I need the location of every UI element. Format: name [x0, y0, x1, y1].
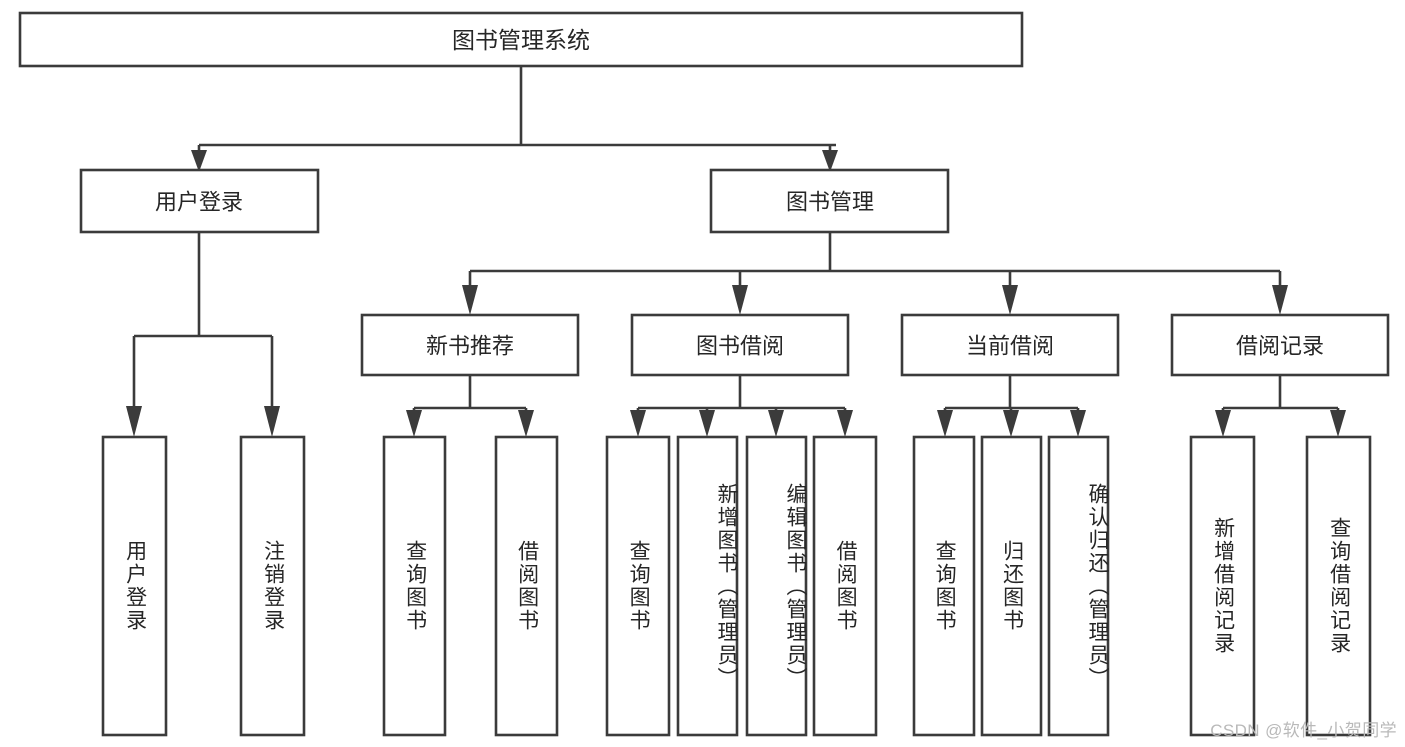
arrow-to-leaf-borrow-book-1	[518, 410, 534, 437]
arrow-to-leaf-add-record	[1215, 410, 1231, 437]
leaf-borrow-book-1-box[interactable]	[494, 435, 559, 737]
arrow-to-leaf-borrow-book-2	[837, 410, 853, 437]
node-new-book-recommend[interactable]: 新书推荐	[360, 313, 580, 377]
arrow-to-new-book-recommend	[462, 285, 478, 315]
node-current-borrow[interactable]: 当前借阅	[900, 313, 1120, 377]
node-user-login-box[interactable]	[79, 168, 320, 234]
connectors	[126, 66, 1346, 437]
node-root-box[interactable]	[18, 11, 1024, 68]
leaf-query-book-3-box[interactable]	[912, 435, 976, 737]
node-root[interactable]: 图书管理系统	[18, 11, 1024, 68]
node-borrow-record-label: 借阅记录	[1236, 334, 1324, 359]
leaf-boxes	[101, 435, 1372, 737]
node-root-label: 图书管理系统	[452, 27, 590, 53]
leaf-add-record-box[interactable]	[1189, 435, 1256, 737]
node-book-borrow-box[interactable]	[630, 313, 850, 377]
arrow-to-leaf-add-book	[699, 410, 715, 437]
node-user-login-label: 用户登录	[155, 190, 243, 215]
leaf-confirm-return-box[interactable]	[1047, 435, 1110, 737]
arrow-to-leaf-query-book-2	[630, 410, 646, 437]
arrow-to-leaf-return-book	[1003, 410, 1019, 437]
leaf-query-record-box[interactable]	[1305, 435, 1372, 737]
leaf-logout-box[interactable]	[239, 435, 306, 737]
arrow-to-book-borrow	[732, 285, 748, 315]
arrow-to-leaf-user-login	[126, 406, 142, 437]
arrow-to-leaf-logout	[264, 406, 280, 437]
node-book-borrow[interactable]: 图书借阅	[630, 313, 850, 377]
node-book-borrow-label: 图书借阅	[696, 334, 784, 359]
node-new-book-recommend-label: 新书推荐	[426, 334, 514, 359]
leaf-edit-book-box[interactable]	[745, 435, 808, 737]
arrow-root-to-user-login	[191, 150, 207, 172]
arrow-to-leaf-confirm-return	[1070, 410, 1086, 437]
node-borrow-record[interactable]: 借阅记录	[1170, 313, 1390, 377]
csdn-watermark: CSDN @软件_小贺同学	[1210, 721, 1397, 740]
arrow-to-leaf-query-record	[1330, 410, 1346, 437]
arrow-to-current-borrow	[1002, 285, 1018, 315]
leaf-query-book-2-box[interactable]	[605, 435, 671, 737]
node-book-management[interactable]: 图书管理	[709, 168, 950, 234]
leaf-borrow-book-2-box[interactable]	[812, 435, 878, 737]
node-new-book-recommend-box[interactable]	[360, 313, 580, 377]
node-user-login[interactable]: 用户登录	[79, 168, 320, 234]
leaf-query-book-1-box[interactable]	[382, 435, 447, 737]
arrow-to-leaf-query-book-3	[937, 410, 953, 437]
leaf-user-login-box[interactable]	[101, 435, 168, 737]
arrow-to-leaf-edit-book	[768, 410, 784, 437]
node-borrow-record-box[interactable]	[1170, 313, 1390, 377]
leaf-return-book-box[interactable]	[980, 435, 1043, 737]
node-current-borrow-label: 当前借阅	[966, 334, 1054, 359]
arrow-to-borrow-record	[1272, 285, 1288, 315]
node-book-management-label: 图书管理	[786, 190, 874, 215]
arrow-root-to-book-management	[822, 150, 838, 172]
arrow-to-leaf-query-book-1	[406, 410, 422, 437]
leaf-add-book-box[interactable]	[676, 435, 739, 737]
node-current-borrow-box[interactable]	[900, 313, 1120, 377]
node-book-management-box[interactable]	[709, 168, 950, 234]
